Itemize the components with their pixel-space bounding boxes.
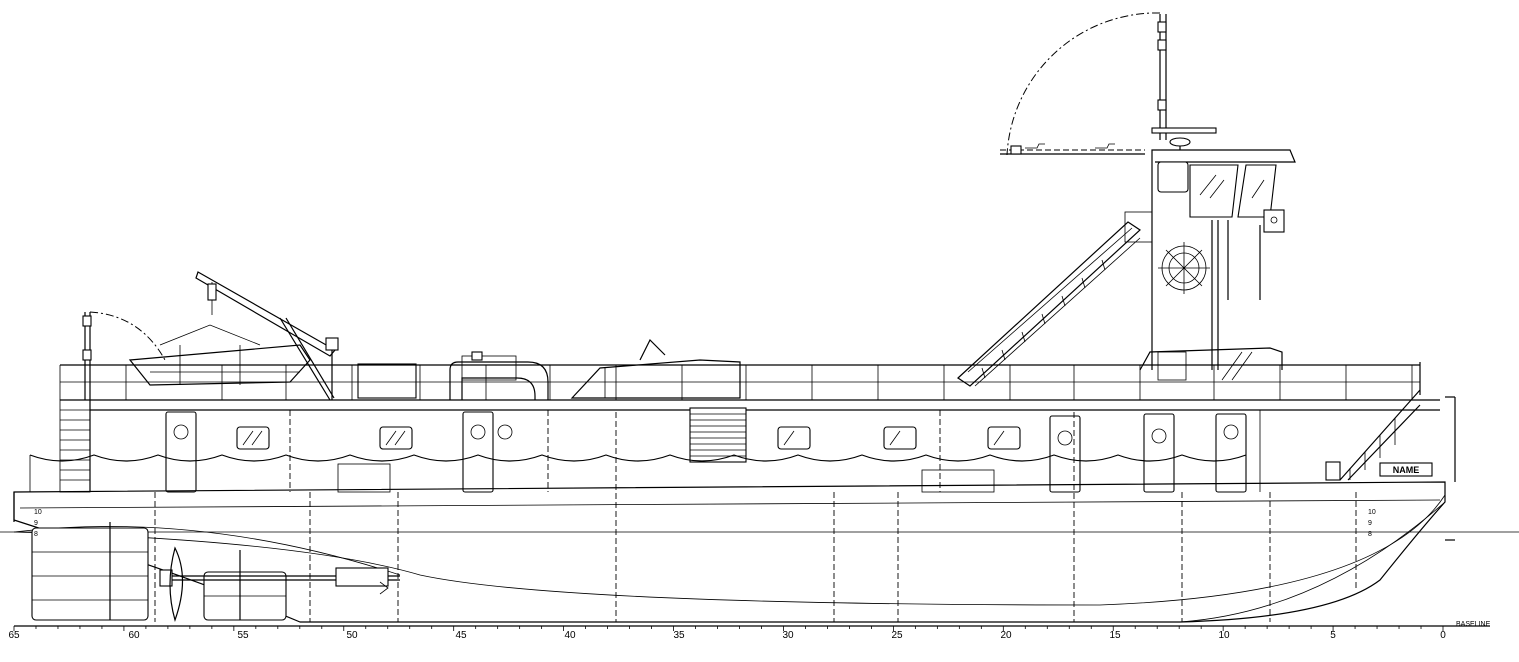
station-label: 20 (1000, 630, 1012, 641)
deck-equipment (357, 338, 741, 400)
mast (1000, 12, 1217, 156)
draft-mark: 9 (1368, 520, 1372, 527)
draft-mark: 10 (1368, 509, 1376, 516)
draft-marks-aft: 10 9 8 (34, 509, 42, 538)
station-label: 30 (782, 630, 794, 641)
draft-mark: 9 (34, 520, 38, 527)
station-label: 50 (346, 630, 358, 641)
station-label: 10 (1218, 630, 1230, 641)
gangway (957, 221, 1141, 387)
deck-railing (59, 362, 1421, 481)
house-side (29, 399, 1440, 493)
wheelhouse (1124, 137, 1296, 381)
station-scale (13, 625, 1490, 631)
deck-crane (195, 271, 339, 401)
station-label: 0 (1440, 630, 1446, 641)
station-label: 60 (128, 630, 140, 641)
station-label: 55 (237, 630, 249, 641)
station-label: 5 (1330, 630, 1336, 641)
station-label: 25 (891, 630, 903, 641)
name-plate-text: NAME (1393, 465, 1420, 475)
propulsion (31, 522, 400, 622)
station-label: 45 (455, 630, 467, 641)
station-label: 35 (673, 630, 685, 641)
draft-mark: 10 (34, 509, 42, 516)
station-label: 65 (8, 630, 20, 641)
baseline-label: BASELINE (1456, 621, 1491, 628)
station-labels: 65 60 55 50 45 40 35 30 25 20 15 10 5 0 (8, 630, 1446, 641)
draft-marks-fwd: 10 9 8 (1368, 509, 1376, 538)
draft-mark: 8 (1368, 531, 1372, 538)
station-label: 15 (1109, 630, 1121, 641)
station-label: 40 (564, 630, 576, 641)
name-plate: NAME (1379, 462, 1433, 477)
draft-mark: 8 (34, 531, 38, 538)
